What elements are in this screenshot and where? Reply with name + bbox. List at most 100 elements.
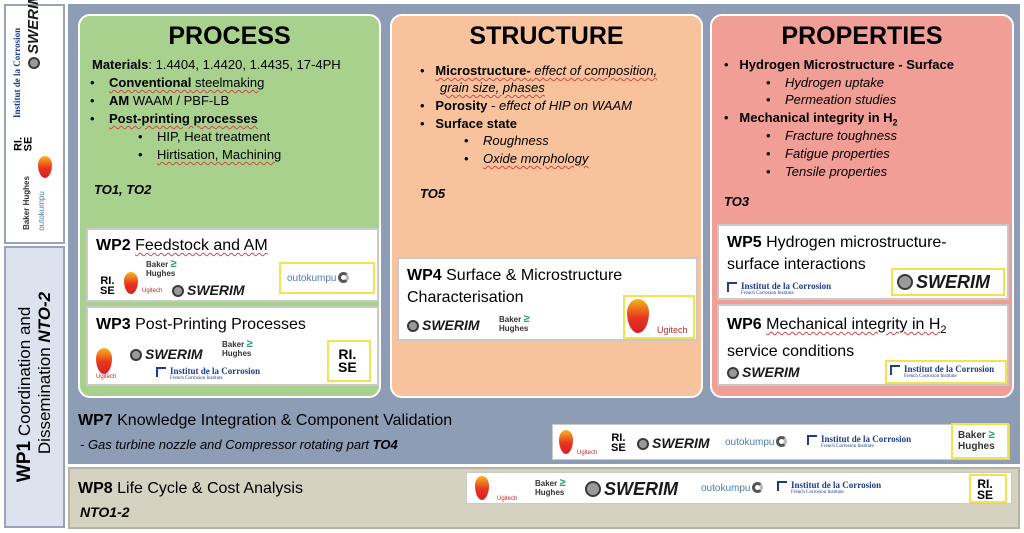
- swerim-mark-icon: [897, 274, 913, 290]
- process-item-1-bold: Conventional: [109, 75, 192, 90]
- process-item-2-rest: WAAM / PBF-LB: [129, 93, 230, 108]
- properties-column: PROPERTIES • Hydrogen Microstructure - S…: [710, 14, 1014, 398]
- wp8-title: WP8 Life Cycle & Cost Analysis: [78, 480, 303, 498]
- baker-hughes-logo: Baker ≥Hughes: [146, 258, 177, 279]
- idc-subtext: French Corrosion Institute: [821, 444, 874, 449]
- wp3-title-text: Post-Printing Processes: [135, 316, 306, 333]
- process-subitem-2: • Hirtisation, Machining: [138, 147, 282, 162]
- process-item-2: • AM WAAM / PBF-LB: [90, 93, 230, 108]
- baker-text: Baker: [21, 207, 31, 230]
- ugitech-frame: Ugitech: [623, 295, 695, 339]
- baker-hughes-logo: Baker ≥Hughes: [222, 339, 253, 359]
- outokumpu-text: outokumpu: [701, 483, 751, 494]
- idc-subtext: French Corrosion Institute: [170, 376, 223, 381]
- ugitech-drop-icon: [559, 430, 573, 454]
- baker-arrow-icon: ≥: [559, 477, 566, 489]
- process-item-1-rest: steelmaking: [191, 75, 265, 90]
- wp6-number: WP6: [727, 316, 762, 333]
- process-item-1: • Conventional steelmaking: [90, 75, 265, 90]
- wp6-title-text: Mechanical integrity in H: [766, 316, 941, 333]
- properties-item-2: • Mechanical integrity in H2: [724, 110, 898, 128]
- wp8-number: WP8: [78, 480, 113, 497]
- structure-item-1-bold: Microstructure-: [435, 63, 531, 78]
- wp7-to: TO4: [372, 437, 398, 452]
- outokumpu-text: outokumpu: [287, 273, 337, 284]
- wp8-label: WP8 Life Cycle & Cost Analysis NTO1-2: [78, 480, 458, 524]
- ugitech-text: Ugitech: [96, 374, 117, 380]
- rise-logo: RI.SE: [100, 275, 115, 297]
- wp6-title-line2: service conditions: [727, 343, 855, 361]
- baker-text: Baker: [222, 340, 245, 349]
- idc-subtext: French Corrosion Institute: [904, 374, 957, 379]
- baker-hughes-text: Baker Hughes: [22, 176, 31, 230]
- wp2-title: WP2 Feedstock and AM: [96, 237, 268, 255]
- baker-text: Baker: [146, 260, 169, 269]
- swerim-mark-icon: [172, 285, 184, 297]
- idc-mark-icon: [727, 282, 737, 292]
- structure-item-3-bold: Surface state: [435, 116, 518, 131]
- swerim-logo: SWERIM: [585, 479, 678, 500]
- process-title: PROCESS: [168, 22, 291, 50]
- outokumpu-logo-text: outokumpu: [36, 191, 46, 231]
- wp1-number: WP1: [13, 440, 35, 483]
- ugitech-drop-icon: [38, 156, 52, 178]
- baker-arrow-icon: ≥: [170, 258, 177, 270]
- baker-text: Baker: [958, 430, 986, 441]
- outokumpu-logo: outokumpu: [725, 436, 788, 448]
- properties-title: PROPERTIES: [781, 22, 943, 50]
- hughes-text: Hughes: [499, 324, 529, 333]
- structure-title: STRUCTURE: [469, 22, 624, 50]
- ugitech-text: Ugitech: [657, 325, 688, 335]
- hughes-text: Hughes: [535, 488, 565, 497]
- swerim-frame: SWERIM: [891, 268, 1005, 296]
- wp3-number: WP3: [96, 316, 131, 333]
- ugitech-drop-icon: [124, 272, 138, 294]
- swerim-mark-icon: [585, 481, 601, 497]
- wp3-title: WP3 Post-Printing Processes: [96, 316, 306, 334]
- idc-text: Institut de la Corrosion: [791, 480, 882, 490]
- rise-logo: RI.SE: [611, 433, 626, 454]
- wp3-box: WP3 Post-Printing Processes Ugitech SWER…: [86, 306, 379, 386]
- rise-top: RI.: [100, 275, 115, 287]
- swerim-text: SWERIM: [652, 435, 710, 451]
- process-column: PROCESS Materials: 1.4404, 1.4420, 1.443…: [78, 14, 381, 398]
- partner-logo-column: SWERIM Institut de la Corrosion RI.SE Ba…: [4, 0, 65, 244]
- swerim-text: SWERIM: [916, 272, 990, 292]
- structure-item-1-line2: grain size, phases: [440, 79, 545, 97]
- structure-column: STRUCTURE • Microstructure- effect of co…: [390, 14, 703, 398]
- baker-text: Baker: [499, 315, 522, 324]
- swerim-logo: SWERIM: [130, 346, 203, 362]
- idc-mark-icon: [777, 481, 787, 491]
- idc-text: Institut de la Corrosion: [741, 281, 832, 291]
- baker-text: Baker: [535, 479, 558, 488]
- swerim-mark-icon: [407, 320, 419, 332]
- swerim-mark-icon: [727, 367, 739, 379]
- properties-sub2-2: • Fatigue properties: [766, 146, 890, 161]
- swerim-logo: SWERIM: [727, 364, 800, 380]
- wp7-subtitle: - Gas turbine nozzle and Compressor rota…: [80, 436, 398, 454]
- properties-to: TO3: [724, 194, 750, 209]
- baker-arrow-icon: ≥: [988, 429, 995, 441]
- idc-logo: Institut de la Corrosion: [7, 28, 22, 118]
- wp7-title: WP7 Knowledge Integration & Component Va…: [78, 412, 452, 430]
- idc-text: Institut de la Corrosion: [170, 366, 261, 376]
- idc-subtext: French Corrosion Institute: [741, 291, 794, 296]
- ugitech-logo: [38, 156, 54, 180]
- swerim-logo: SWERIM: [25, 0, 43, 69]
- wp2-title-text: Feedstock and AM: [135, 237, 268, 254]
- outokumpu-ring-icon: [752, 482, 764, 493]
- wp8-logo-strip: Ugitech Baker ≥Hughes SWERIM outokumpu I…: [466, 472, 1012, 504]
- wp5-box: WP5 Hydrogen microstructure-surface inte…: [717, 224, 1009, 300]
- rise-logo: RI.SE: [12, 137, 34, 152]
- process-item-3-bold: Post-printing processes: [109, 111, 258, 126]
- outokumpu-logo: outokumpu: [701, 482, 764, 494]
- structure-subitem-1: • Roughness: [464, 133, 549, 148]
- process-subitem-1-text: HIP, Heat treatment: [157, 129, 271, 144]
